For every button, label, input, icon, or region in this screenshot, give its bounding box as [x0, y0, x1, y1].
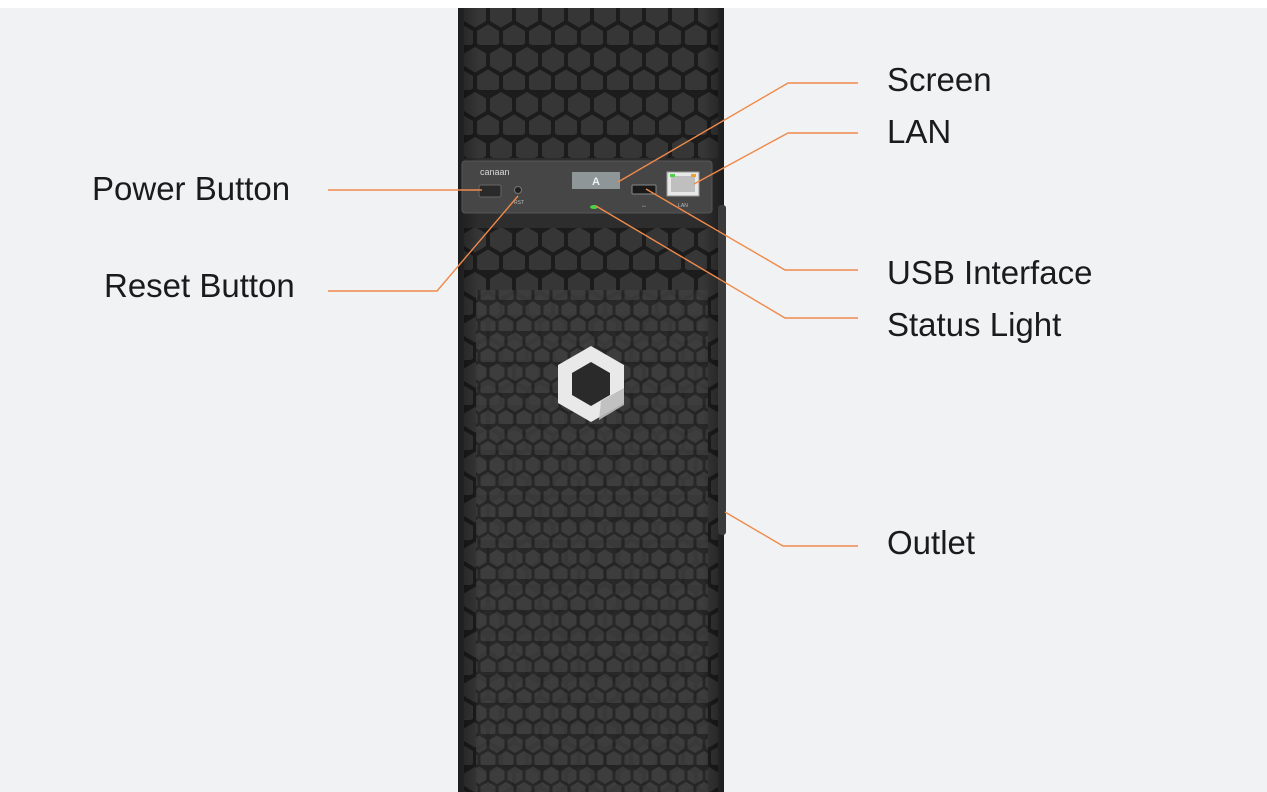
power-button-shape [478, 184, 502, 198]
screen-char: A [592, 176, 600, 188]
label-usb-interface: USB Interface [887, 254, 1093, 291]
usb-caption: ↔ [641, 203, 647, 209]
lan-caption: LAN [678, 203, 688, 209]
reset-hole [514, 186, 522, 194]
label-reset-button: Reset Button [104, 267, 295, 304]
screen-display [572, 172, 620, 189]
label-outlet: Outlet [887, 524, 976, 561]
outlet-rail [718, 205, 726, 535]
usb-port [631, 184, 657, 195]
label-status-light: Status Light [887, 306, 1062, 343]
status-led [590, 205, 598, 209]
fan-hex-logo [558, 346, 624, 422]
label-lan: LAN [887, 113, 952, 150]
label-power-button: Power Button [92, 170, 291, 207]
reset-caption: RST [514, 200, 524, 206]
label-screen: Screen [887, 61, 992, 98]
brand-logo: canaan [480, 167, 510, 177]
